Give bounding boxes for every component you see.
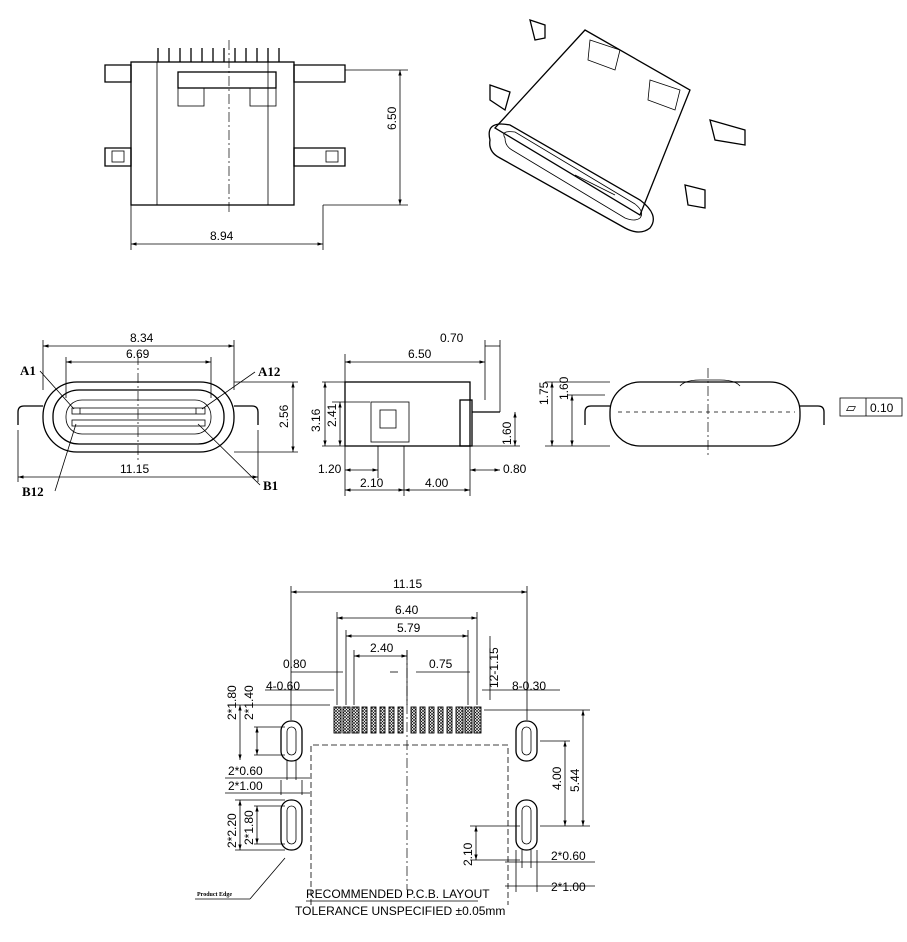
side-offset-label: 1.20: [318, 462, 342, 476]
pcb-padw2-label: 4-0.60: [266, 679, 300, 693]
flatness-frame: [839, 397, 903, 417]
pcb-title: RECOMMENDED P.C.B. LAYOUT: [306, 887, 490, 901]
pcb-tolerance: TOLERANCE UNSPECIFIED ±0.05mm: [295, 904, 505, 918]
pcb-sloth2-label: 2*1.40: [242, 685, 256, 720]
pcb-sloth4-label: 2*1.80: [242, 810, 256, 845]
front-inner-label: 6.69: [126, 347, 150, 361]
pin-a12-label: A12: [258, 364, 280, 379]
top-view: 8.94 6.50: [104, 40, 408, 250]
pcb-inner-label: 5.79: [397, 621, 421, 635]
product-edge-label: Product Edge: [197, 892, 232, 898]
pcb-padw-label: 0.80: [283, 657, 307, 671]
pcb-span-label: 6.40: [395, 603, 419, 617]
rear-h1-label: 1.75: [537, 381, 551, 405]
top-width-label: 8.94: [210, 229, 234, 243]
pin-b12-label: B12: [22, 484, 44, 499]
side-htotal-label: 3.16: [309, 408, 323, 432]
front-height-label: 2.56: [277, 404, 291, 428]
pcb-pitch-label: 0.75: [429, 657, 453, 671]
side-lead-label: 0.70: [440, 331, 464, 345]
side-length-label: 6.50: [408, 347, 432, 361]
side-d1-label: 2.10: [360, 476, 384, 490]
front-outer-label: 8.34: [130, 331, 154, 345]
pin-b1-label: B1: [263, 478, 278, 493]
top-height-label: 6.50: [385, 106, 399, 130]
pcb-rightw2-label: 2*1.00: [551, 880, 586, 894]
front-view: 8.34 6.69 11.15 2.56 A1 A12 B12 B1: [17, 331, 298, 499]
side-d2-label: 4.00: [425, 476, 449, 490]
pcb-padlen-label: 12-1.15: [487, 647, 501, 688]
pcb-righth2-label: 5.44: [568, 768, 582, 792]
pcb-total-label: 11.15: [393, 577, 422, 591]
pcb-layout: 11.15 6.40 5.79 2.40 0.75 0.80 4-0.60 8-…: [195, 577, 595, 918]
side-hpin-label: 1.60: [500, 421, 514, 445]
rear-view: 1.75 1.60 ▱ 0.10: [537, 368, 903, 456]
rear-h2-label: 1.60: [557, 376, 571, 400]
pcb-padsmall-label: 8-0.30: [512, 679, 546, 693]
isometric-view: [488, 19, 746, 233]
pin-a1-label: A1: [20, 363, 36, 378]
pcb-slotw2-label: 2*1.00: [228, 779, 263, 793]
pcb-slotw1-label: 2*0.60: [228, 764, 263, 778]
pcb-rightw1-label: 2*0.60: [551, 849, 586, 863]
signal-pads: [333, 706, 482, 734]
pcb-righth1-label: 4.00: [550, 766, 564, 790]
pcb-center-label: 2.40: [370, 641, 394, 655]
mounting-slots: [280, 720, 538, 851]
pcb-sloth1-label: 2*1.80: [225, 685, 239, 720]
flatness-symbol: ▱: [846, 400, 856, 415]
pcb-righth3-label: 2.10: [461, 842, 475, 866]
side-tail-label: 0.80: [503, 462, 527, 476]
flatness-value: 0.10: [870, 401, 894, 415]
front-total-label: 11.15: [120, 462, 149, 476]
side-view: 6.50 0.70 3.16 2.41 1.60 1.20 0.80 2.10 …: [309, 331, 527, 496]
side-hbody-label: 2.41: [325, 403, 339, 427]
pcb-sloth3-label: 2*2.20: [225, 813, 239, 848]
top-pins: [157, 48, 280, 62]
